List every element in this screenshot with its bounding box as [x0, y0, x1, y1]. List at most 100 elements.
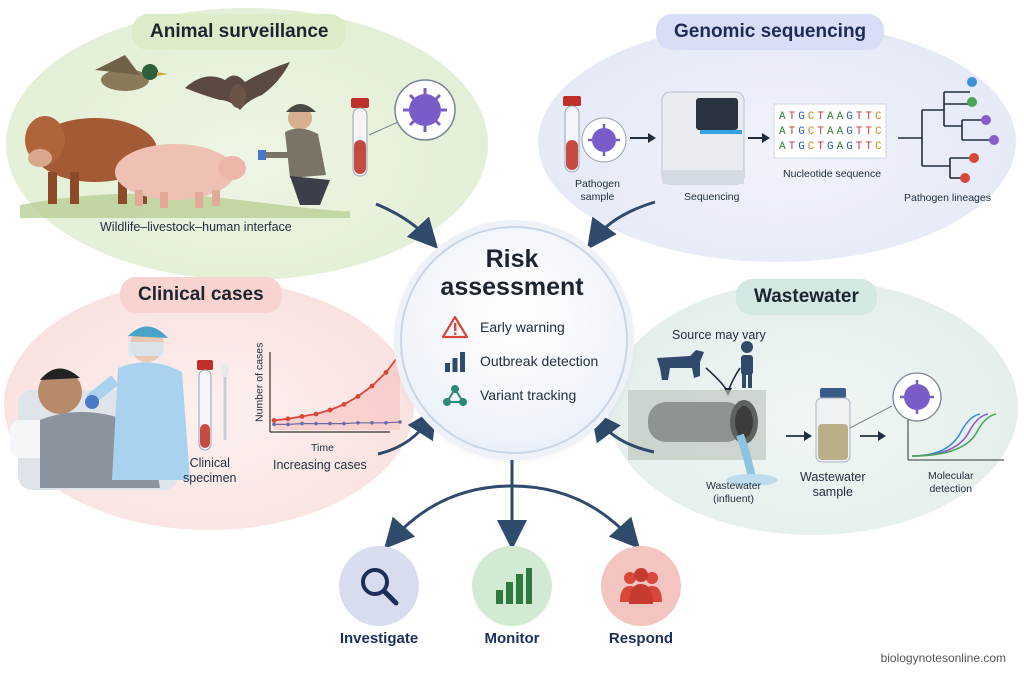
sequence-base: A: [837, 141, 844, 153]
pathogen-lineages-label: Pathogen lineages: [904, 192, 991, 204]
sequencing-label: Sequencing: [684, 191, 740, 203]
sequence-base: G: [846, 141, 853, 153]
title-line-1: Risk: [485, 245, 539, 273]
respond-label: Respond: [608, 630, 674, 647]
outflow-pipe-icon: [628, 390, 778, 486]
baseline-point: [384, 421, 388, 425]
wastewater-title: Wastewater: [736, 279, 877, 315]
cow-silhouette-icon: [657, 350, 704, 380]
clinical-cases-title: Clinical cases: [120, 277, 282, 313]
sequencer-machine-icon: [661, 91, 745, 185]
baseline-point: [328, 421, 332, 426]
bar-chart-icon: [496, 568, 532, 604]
arrow-clinical-to-center: [377, 407, 437, 456]
baseline-point: [272, 422, 276, 427]
phylogenetic-tree-icon: [898, 91, 992, 179]
baseline-point: [342, 421, 346, 426]
sequence-base: C: [875, 126, 882, 138]
warning-triangle-icon: [441, 315, 469, 339]
sequence-base: A: [779, 141, 786, 153]
sequence-base: T: [865, 111, 872, 123]
sequence-base: T: [856, 126, 863, 138]
respond-action: [601, 546, 681, 626]
variant-tracking-item: Variant tracking: [442, 383, 576, 407]
people-group-icon: [620, 568, 662, 604]
sequence-base: T: [856, 141, 863, 153]
arrow-to-investigate: [384, 484, 513, 549]
pathogen-sample-label: Pathogen sample: [575, 178, 620, 203]
cases-chart-xlabel: Time: [311, 442, 334, 454]
variant-tracking-label: Variant tracking: [480, 387, 577, 403]
person-silhouette-icon: [741, 341, 753, 388]
cases-point: [313, 411, 319, 417]
arrow-genomic-to-center: [586, 200, 656, 250]
bar-chart-icon: [442, 349, 468, 373]
virus-icon: [900, 380, 934, 414]
early-warning-item: Early warning: [441, 315, 565, 339]
sequence-base: T: [789, 111, 796, 123]
sequence-base: G: [798, 126, 805, 138]
risk-assessment-hub: [400, 226, 628, 454]
nucleotide-sequence-label: Nucleotide sequence: [783, 168, 882, 180]
sequence-base: G: [798, 141, 805, 153]
sequence-base: A: [779, 126, 786, 138]
baseline-point: [356, 421, 360, 425]
sequence-base: C: [808, 126, 815, 138]
wastewater-sample-label: Wastewater sample: [800, 470, 866, 499]
sequence-base: C: [875, 111, 882, 123]
baseline-point: [300, 421, 304, 426]
sequence-base: T: [865, 126, 872, 138]
cases-point: [327, 407, 333, 413]
arrow-right-icon: [748, 133, 770, 143]
source-watermark: biologynotesonline.com: [880, 651, 1006, 665]
test-tube-icon: [563, 96, 581, 173]
investigate-label: Investigate: [339, 630, 419, 647]
investigate-action: [339, 546, 419, 626]
cases-chart: [269, 351, 403, 433]
increasing-cases-caption: Increasing cases: [273, 458, 367, 472]
pig-icon: [115, 144, 246, 208]
sequence-base: T: [789, 126, 796, 138]
genomic-sequencing-title: Genomic sequencing: [656, 14, 885, 50]
sequence-base: G: [846, 126, 853, 138]
sequence-base: A: [827, 126, 834, 138]
magnifier-icon: [361, 568, 399, 606]
wastewater-influent-label: Wastewater (influent): [706, 480, 762, 505]
cases-point: [383, 370, 389, 375]
cases-point: [299, 414, 305, 419]
sequence-base: G: [827, 141, 834, 153]
arrow-wastewater-to-center: [590, 410, 655, 454]
sequence-base: G: [798, 111, 805, 123]
arrow-right-icon: [630, 133, 656, 143]
source-may-vary-label: Source may vary: [672, 328, 766, 342]
sample-bottle-icon: [815, 388, 851, 463]
baseline-point: [370, 421, 374, 425]
cases-point: [341, 402, 347, 407]
field-worker-icon: [258, 104, 330, 205]
baseline-point: [398, 420, 402, 424]
sequence-base: G: [846, 111, 853, 123]
outbreak-detection-label: Outbreak detection: [480, 353, 599, 369]
molecular-detection-label: Molecular detection: [928, 470, 974, 495]
arrow-to-respond: [511, 484, 640, 549]
arrow-right-icon: [786, 431, 812, 441]
sequence-base: T: [817, 141, 824, 153]
cases-point: [271, 418, 277, 423]
cases-point: [355, 394, 361, 399]
sequence-base: A: [827, 111, 834, 123]
sequence-base: A: [837, 126, 844, 138]
monitor-label: Monitor: [484, 630, 540, 647]
monitor-action: [472, 546, 552, 626]
risk-assessment-title: Risk assessment: [400, 245, 624, 301]
sequence-base: A: [837, 111, 844, 123]
animal-surveillance-title: Animal surveillance: [132, 14, 347, 50]
baseline-point: [314, 421, 318, 426]
network-nodes-icon: [442, 383, 468, 407]
sequence-base: T: [865, 141, 872, 153]
cases-point: [369, 383, 375, 389]
duck-icon: [95, 55, 168, 91]
sequence-base: T: [856, 111, 863, 123]
